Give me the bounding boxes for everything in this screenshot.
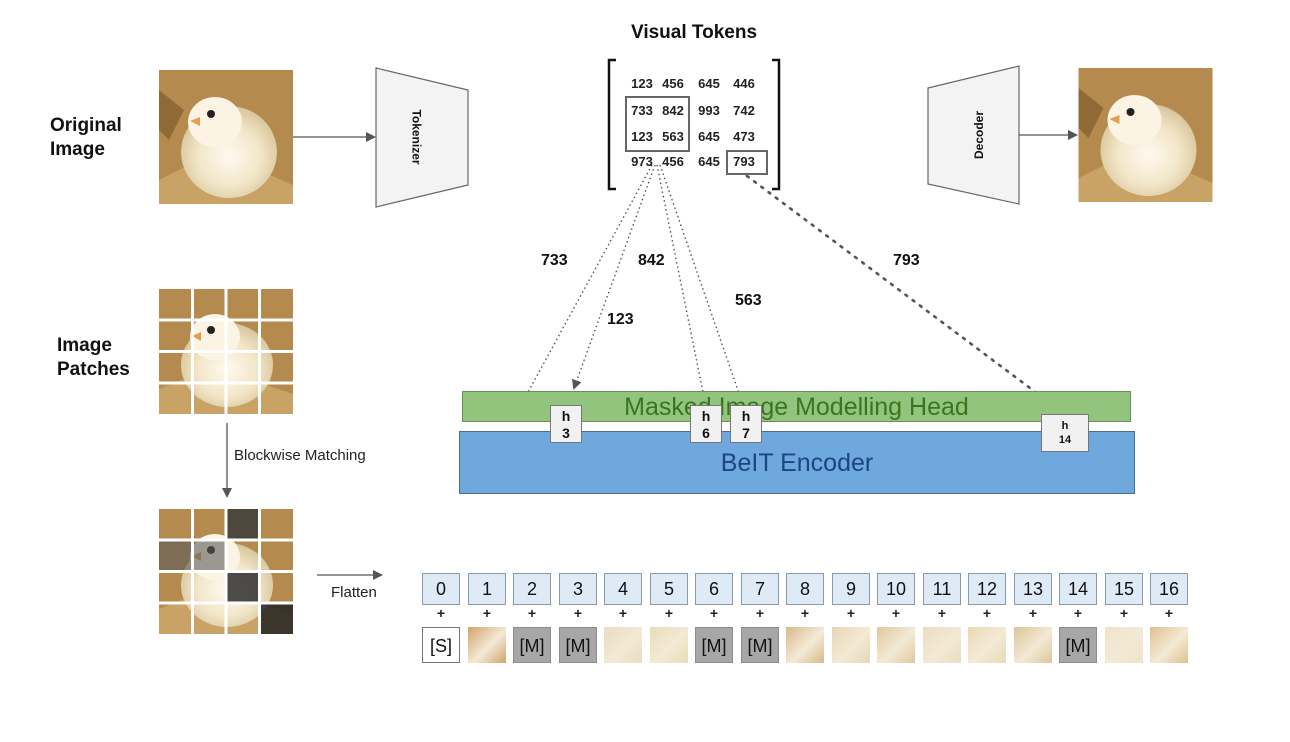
plus-sign: + (1028, 605, 1038, 621)
position-embedding: 9 (832, 573, 870, 605)
plus-sign: + (709, 605, 719, 621)
mask-token-patch: [M] (741, 627, 779, 663)
position-embedding: 5 (650, 573, 688, 605)
plus-sign: + (1119, 605, 1129, 621)
plus-sign: + (891, 605, 901, 621)
masked-patches-grid (159, 509, 293, 634)
plus-sign: + (436, 605, 446, 621)
position-embedding: 12 (968, 573, 1006, 605)
visual-tokens-title: Visual Tokens (631, 22, 758, 43)
plus-sign: + (846, 605, 856, 621)
mask-token-patch: [M] (695, 627, 733, 663)
arrow-label-842: 842 (638, 252, 665, 269)
image-patch (650, 627, 688, 663)
plus-sign: + (800, 605, 810, 621)
image-patch (604, 627, 642, 663)
image-patch (786, 627, 824, 663)
position-embedding: 4 (604, 573, 642, 605)
tokenizer-label: Tokenizer (410, 109, 424, 165)
token-cell: 456 (662, 154, 684, 169)
decoder-shape (927, 65, 1020, 205)
mask-token-patch: [M] (513, 627, 551, 663)
position-embedding: 6 (695, 573, 733, 605)
tokenizer-shape (375, 67, 469, 208)
image-patch (832, 627, 870, 663)
token-cell: 473 (733, 129, 755, 144)
token-cell: 123 (631, 76, 653, 91)
plus-sign: + (664, 605, 674, 621)
arrow-label-123: 123 (607, 311, 634, 328)
reconstructed-image (1078, 68, 1213, 202)
tokenizer-label-box: Tokenizer (400, 97, 434, 177)
token-arrows (520, 164, 745, 407)
image-patch (923, 627, 961, 663)
position-embedding: 10 (877, 573, 915, 605)
position-embedding: 13 (1014, 573, 1052, 605)
arrow-label-733: 733 (541, 252, 568, 269)
position-embedding: 16 (1150, 573, 1188, 605)
position-embedding: 2 (513, 573, 551, 605)
decoder-label: Decoder (972, 110, 986, 160)
image-patches-label: Image Patches (57, 335, 130, 380)
position-embedding: 14 (1059, 573, 1097, 605)
token-highlight-793 (726, 150, 768, 175)
bracket-right (772, 58, 781, 191)
token-cell: 456 (662, 76, 684, 91)
position-embedding: 11 (923, 573, 961, 605)
special-token-patch: [S] (422, 627, 460, 663)
position-embedding: 1 (468, 573, 506, 605)
token-cell: 842 (662, 103, 684, 118)
original-image (159, 70, 293, 204)
token-cell: 973 (631, 154, 653, 169)
position-embedding: 15 (1105, 573, 1143, 605)
flatten-label: Flatten (331, 584, 377, 601)
token-cell: 733 (631, 103, 653, 118)
plus-sign: + (937, 605, 947, 621)
plus-sign: + (527, 605, 537, 621)
position-embedding: 0 (422, 573, 460, 605)
mask-token-patch: [M] (1059, 627, 1097, 663)
image-patch (968, 627, 1006, 663)
token-arrow-793 (745, 174, 1064, 414)
image-patch (877, 627, 915, 663)
token-cell: 645 (698, 154, 720, 169)
original-image-label: Original Image (50, 115, 122, 160)
image-patch (1105, 627, 1143, 663)
token-cell: 123 (631, 129, 653, 144)
position-embedding: 3 (559, 573, 597, 605)
image-patches-grid (159, 289, 293, 414)
plus-sign: + (482, 605, 492, 621)
position-embedding: 7 (741, 573, 779, 605)
arrow-label-563: 563 (735, 292, 762, 309)
plus-sign: + (1073, 605, 1083, 621)
plus-sign: + (618, 605, 628, 621)
token-cell: 446 (733, 76, 755, 91)
image-patch (1014, 627, 1052, 663)
token-cell: 645 (698, 129, 720, 144)
decoder-label-box: Decoder (962, 95, 996, 175)
plus-sign: + (982, 605, 992, 621)
position-embedding: 8 (786, 573, 824, 605)
arrow-label-793: 793 (893, 252, 920, 269)
bracket-left (607, 58, 616, 191)
token-highlight-block (625, 96, 690, 152)
blockwise-matching-label: Blockwise Matching (234, 447, 366, 464)
token-cell: 742 (733, 103, 755, 118)
mask-token-patch: [M] (559, 627, 597, 663)
plus-sign: + (573, 605, 583, 621)
image-patch (468, 627, 506, 663)
image-patch (1150, 627, 1188, 663)
token-cell: 645 (698, 76, 720, 91)
plus-sign: + (1164, 605, 1174, 621)
token-cell: 993 (698, 103, 720, 118)
token-cell: 793 (733, 154, 755, 169)
token-cell: 563 (662, 129, 684, 144)
plus-sign: + (755, 605, 765, 621)
